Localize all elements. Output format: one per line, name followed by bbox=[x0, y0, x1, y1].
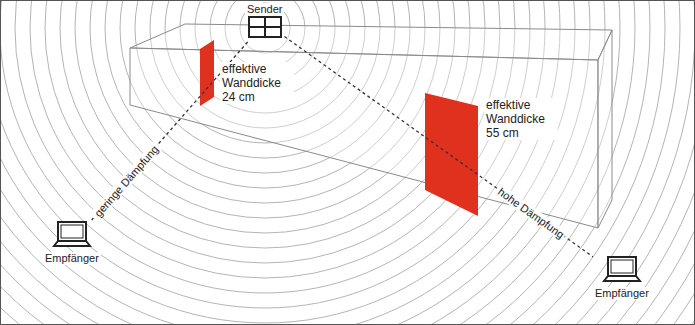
wall-thickness-label: effektive Wanddicke 55 cm bbox=[484, 98, 558, 140]
attenuation-label: geringe Dämpfung bbox=[91, 141, 162, 220]
receiver: Empfänger bbox=[43, 220, 101, 265]
laptop-icon bbox=[52, 220, 92, 248]
receiver: Empfänger bbox=[593, 255, 651, 300]
laptop-icon bbox=[602, 255, 642, 283]
device-label: Empfänger bbox=[593, 287, 651, 300]
wall bbox=[130, 24, 612, 228]
wall-thickness-label: effektive Wanddicke 24 cm bbox=[220, 62, 294, 104]
device-label: Empfänger bbox=[43, 252, 101, 265]
signal-path bbox=[284, 37, 593, 257]
wall-end bbox=[598, 30, 612, 228]
router-icon bbox=[248, 16, 282, 38]
wave-ring bbox=[0, 0, 665, 325]
wall-section-55cm bbox=[425, 93, 478, 216]
transmitter: Sender bbox=[245, 3, 284, 42]
device-label: Sender bbox=[245, 3, 284, 16]
device-icon bbox=[52, 220, 92, 252]
wall-section-24cm bbox=[200, 40, 214, 106]
wave-ring bbox=[0, 0, 620, 325]
wave-ring bbox=[0, 0, 635, 325]
wave-ring bbox=[0, 0, 650, 325]
wave-ring bbox=[0, 0, 680, 325]
device-icon bbox=[602, 255, 642, 287]
device-icon bbox=[248, 16, 282, 42]
